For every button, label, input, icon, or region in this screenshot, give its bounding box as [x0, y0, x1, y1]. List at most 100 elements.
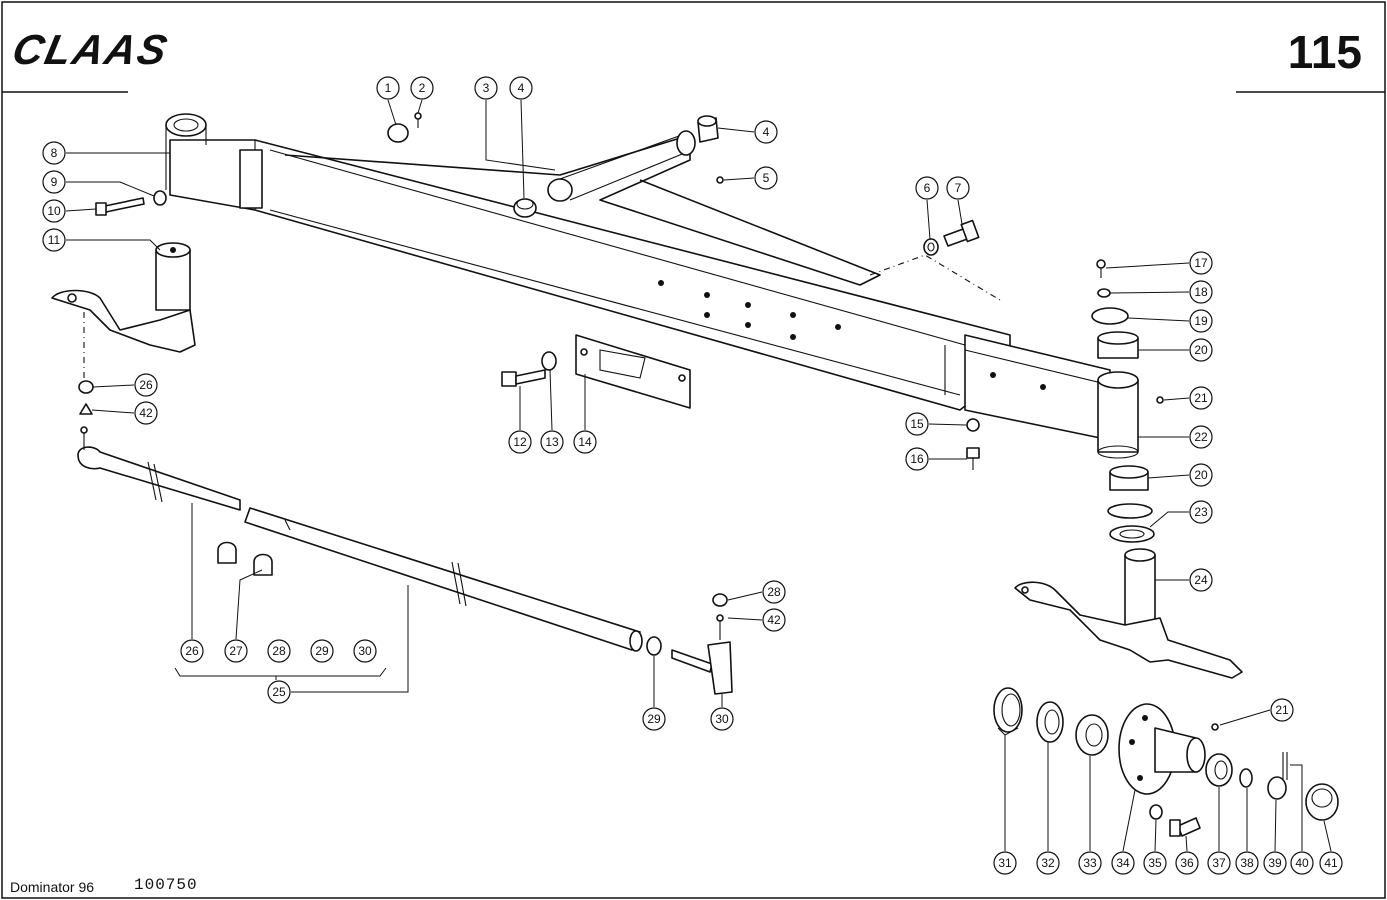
callout-circle: [42, 141, 66, 165]
page-number: 115: [1288, 26, 1362, 78]
callout-25: 25: [267, 680, 291, 704]
callout-number: 26: [139, 378, 153, 392]
callout-number: 7: [955, 181, 962, 195]
callout-circle: [224, 639, 248, 663]
washer-35: [1149, 804, 1163, 820]
grease-nipple-5: [716, 176, 724, 184]
callout-number: 21: [1275, 703, 1289, 717]
callout-number: 22: [1194, 430, 1208, 444]
callout-number: 9: [51, 175, 58, 189]
callout-number: 2: [419, 81, 426, 95]
callout-circle: [946, 176, 970, 200]
steering-knuckle-right: [1014, 548, 1243, 679]
callout-circle: [410, 76, 434, 100]
callout-number: 35: [1148, 856, 1162, 870]
callout-circle: [1189, 338, 1213, 362]
callout-20: 20: [1189, 338, 1213, 362]
callout-number: 25: [272, 685, 286, 699]
callout-number: 41: [1324, 856, 1338, 870]
callout-11: 11: [42, 228, 66, 252]
callout-circle: [474, 76, 498, 100]
callout-41: 41: [1319, 851, 1343, 875]
callout-circle: [42, 170, 66, 194]
callout-number: 34: [1116, 856, 1130, 870]
bolt-12: [501, 369, 546, 387]
callout-number: 14: [578, 435, 592, 449]
callout-number: 18: [1194, 285, 1208, 299]
callout-14: 14: [573, 430, 597, 454]
washer-6: [923, 238, 939, 256]
clamps-27: [217, 541, 273, 576]
callout-circle: [508, 430, 532, 454]
brand-logo: CLAAS: [9, 26, 174, 72]
callout-number: 13: [545, 435, 559, 449]
callout-29: 29: [642, 707, 666, 731]
callout-27: 27: [224, 639, 248, 663]
callout-10: 10: [42, 199, 66, 223]
callout-number: 4: [518, 81, 525, 95]
callout-circle: [180, 639, 204, 663]
callout-21: 21: [1270, 698, 1294, 722]
callout-circle: [1235, 851, 1259, 875]
callout-number: 20: [1194, 468, 1208, 482]
cap-19: [1091, 307, 1129, 325]
model-name: Dominator 96: [10, 879, 94, 895]
mounting-plate-14: [575, 334, 691, 409]
callout-number: 39: [1268, 856, 1282, 870]
callout-circle: [134, 401, 158, 425]
callout-circle: [267, 639, 291, 663]
callout-number: 11: [48, 233, 61, 247]
callout-number: 5: [763, 171, 770, 185]
callout-38: 38: [1235, 851, 1259, 875]
callout-37: 37: [1207, 851, 1231, 875]
callout-circle: [1189, 251, 1213, 275]
callout-circle: [1189, 568, 1213, 592]
steering-knuckle-left: [51, 242, 196, 380]
callout-number: 26: [185, 644, 199, 658]
callout-24: 24: [1189, 568, 1213, 592]
callout-circle: [1263, 851, 1287, 875]
callout-7: 7: [946, 176, 970, 200]
callout-40: 40: [1290, 851, 1314, 875]
callout-circle: [540, 430, 564, 454]
callout-number: 36: [1180, 856, 1194, 870]
callout-5: 5: [754, 166, 778, 190]
callout-circle: [1111, 851, 1135, 875]
callout-number: 4: [763, 125, 770, 139]
nut-left-26: [78, 380, 94, 394]
nut-15: [966, 418, 980, 432]
nut-9: [153, 190, 167, 206]
callout-number: 28: [272, 644, 286, 658]
callout-circle: [1036, 851, 1060, 875]
callout-35: 35: [1143, 851, 1167, 875]
tie-rod-left-end: [77, 426, 241, 511]
bolt-7: [943, 219, 980, 247]
callout-number: 1: [385, 81, 392, 95]
tie-rod-right-end: [671, 614, 733, 695]
callout-20: 20: [1189, 463, 1213, 487]
callout-number: 15: [910, 417, 924, 431]
callout-number: 17: [1194, 256, 1208, 270]
thrust-washers-23: [1107, 503, 1155, 543]
callout-1: 1: [376, 76, 400, 100]
bushing-20-bottom: [1109, 465, 1149, 491]
callout-26: 26: [180, 639, 204, 663]
callout-circle: [1143, 851, 1167, 875]
seal-31: [993, 687, 1023, 733]
callout-circle: [993, 851, 1017, 875]
callout-number: 37: [1212, 856, 1226, 870]
callout-number: 23: [1194, 505, 1208, 519]
seal-32: [1036, 701, 1064, 743]
callout-31: 31: [993, 851, 1017, 875]
callout-13: 13: [540, 430, 564, 454]
callout-circle: [1078, 851, 1102, 875]
bolt-10: [95, 197, 145, 216]
callout-4: 4: [509, 76, 533, 100]
callout-6: 6: [915, 176, 939, 200]
king-pin-housing-22: [1097, 371, 1139, 459]
callout-circle: [905, 412, 929, 436]
callout-circle: [710, 707, 734, 731]
